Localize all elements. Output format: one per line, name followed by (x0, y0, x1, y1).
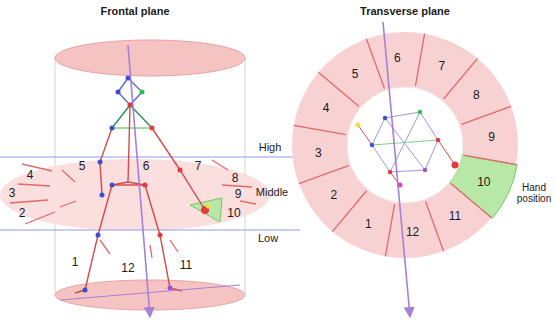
sector-number: 1 (72, 256, 79, 269)
sector-number: 11 (449, 210, 461, 223)
sector-ring (320, 60, 491, 231)
sector-number: 7 (195, 160, 202, 173)
sector-number: 7 (438, 60, 445, 73)
sector-dividers (10, 160, 256, 258)
top-skeleton (358, 112, 455, 185)
sector-divider (426, 201, 444, 251)
cylinder-top (55, 40, 245, 76)
callout-label: Hand position (513, 183, 555, 204)
sector-divider (294, 125, 346, 134)
sector-number: 9 (235, 188, 242, 201)
sector-divider (415, 34, 424, 86)
sector-divider (444, 58, 478, 99)
high-line (0, 156, 300, 157)
sector-number: 1 (365, 218, 372, 231)
sector-number: 12 (121, 262, 134, 275)
floor-axis (60, 285, 240, 300)
cylinder-base (55, 280, 245, 310)
sector-divider (385, 204, 394, 256)
level-label: Low (258, 233, 278, 245)
sector-number: 5 (79, 160, 86, 173)
sector-number: 6 (394, 52, 401, 65)
level-label: High (259, 142, 282, 154)
sector-number: 2 (19, 207, 26, 220)
top-joints (356, 110, 459, 188)
middle-band (0, 159, 270, 230)
sector-number: 4 (323, 102, 330, 115)
inner-circle (347, 87, 463, 203)
ring-sectors (294, 34, 518, 257)
sector-divider (366, 39, 384, 89)
sector-number: 2 (330, 189, 337, 202)
body-axis (383, 22, 410, 316)
panel-title: Frontal plane (100, 6, 169, 18)
sector-divider (461, 106, 511, 124)
sector-divider (332, 191, 366, 232)
sector-number: 8 (232, 172, 239, 185)
level-label: Middle (256, 187, 288, 199)
low-line (0, 229, 300, 230)
sector-number: 4 (27, 169, 34, 182)
joints (83, 76, 211, 293)
sector-number: 3 (9, 187, 16, 200)
panel-title: Transverse plane (360, 6, 450, 18)
sector-number: 8 (473, 89, 480, 102)
sector-divider (464, 155, 516, 164)
sector-number: 10 (477, 175, 490, 188)
sector-number: 6 (143, 160, 150, 173)
sector-number: 10 (227, 207, 240, 220)
body-axis (128, 45, 150, 316)
sector-number: 12 (406, 225, 419, 238)
hand-zone (190, 198, 222, 222)
sector-number: 11 (180, 259, 192, 272)
sector-number: 9 (488, 131, 495, 144)
sector-number: 3 (315, 146, 322, 159)
sector-divider (299, 166, 349, 184)
sector-number: 5 (352, 67, 359, 80)
